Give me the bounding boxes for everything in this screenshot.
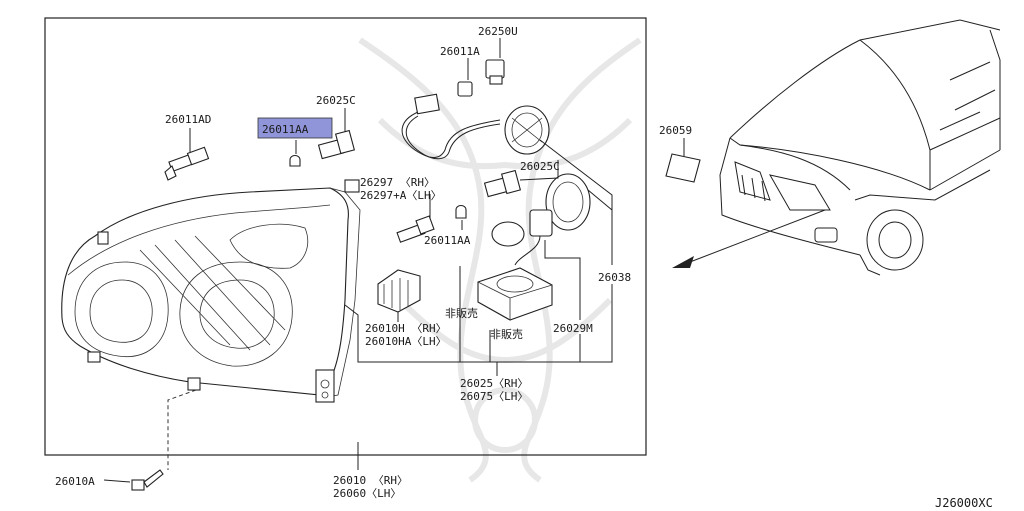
label-26010HA: 26010HA〈LH〉 — [365, 335, 447, 348]
label-26025C-mid: 26025C — [520, 160, 560, 173]
label-26060-lh: 26060〈LH〉 — [333, 487, 401, 500]
screw-26010A — [131, 469, 164, 491]
bulb-26011AD — [164, 146, 210, 181]
part-labels: 26250U 26011A 26011AD 26011AA 26025C 260… — [55, 25, 692, 500]
bracket-26010H — [377, 269, 421, 313]
label-not-for-sale-1: 非販売 — [445, 307, 478, 320]
o-ring — [491, 221, 525, 247]
location-arrow — [672, 209, 826, 268]
socket-26025C-top — [317, 129, 356, 160]
label-26011AA-top: 26011AA — [262, 123, 309, 136]
label-26297-rh: 26297 〈RH〉 — [360, 176, 435, 189]
label-26010A: 26010A — [55, 475, 95, 488]
label-26297-lh: 26297+A〈LH〉 — [360, 189, 442, 202]
headlamp-assembly — [61, 179, 361, 403]
diagram-frame — [44, 17, 647, 456]
label-26011AD: 26011AD — [165, 113, 211, 126]
leader-lines — [103, 38, 613, 483]
vehicle-sketch — [719, 19, 1001, 276]
label-26025-rh: 26025〈RH〉 — [460, 377, 528, 390]
ballast-unit — [477, 267, 553, 321]
socket-26250U — [485, 59, 505, 85]
label-26075-lh: 26075〈LH〉 — [460, 390, 528, 403]
label-26010H: 26010H 〈RH〉 — [365, 322, 447, 335]
socket-26025C-mid — [483, 169, 522, 198]
bulb-26011A — [457, 81, 473, 97]
bulb-26011AA-top — [289, 154, 301, 167]
label-sticker-26059 — [665, 153, 701, 183]
highlight-box — [257, 117, 333, 139]
label-26010-rh: 26010 〈RH〉 — [333, 474, 408, 487]
label-not-for-sale-2: 非販売 — [490, 328, 523, 341]
label-26059: 26059 — [659, 124, 692, 137]
label-26011AA-mid: 26011AA — [424, 234, 471, 247]
label-26025C-top: 26025C — [316, 94, 356, 107]
label-26029M: 26029M — [553, 322, 593, 335]
bulb-26297 — [396, 215, 435, 243]
diagram-code: J26000XC — [935, 496, 993, 510]
igniter — [514, 209, 553, 266]
label-26250U: 26250U — [478, 25, 518, 38]
cap-ring-upper — [504, 105, 550, 155]
label-26011A: 26011A — [440, 45, 480, 58]
label-26038: 26038 — [598, 271, 631, 284]
cap-ring-26029M — [545, 173, 591, 231]
screw-leader — [167, 389, 197, 470]
bulb-26011AA-mid — [455, 204, 467, 219]
wire-harness — [401, 93, 501, 160]
watermark-emblem — [358, 37, 642, 483]
